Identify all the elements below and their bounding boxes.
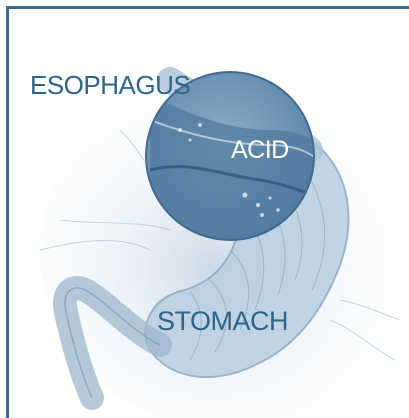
acid-label: ACID	[231, 136, 289, 165]
stomach-label: STOMACH	[157, 306, 288, 337]
esophagus-label: ESOPHAGUS	[30, 70, 190, 101]
